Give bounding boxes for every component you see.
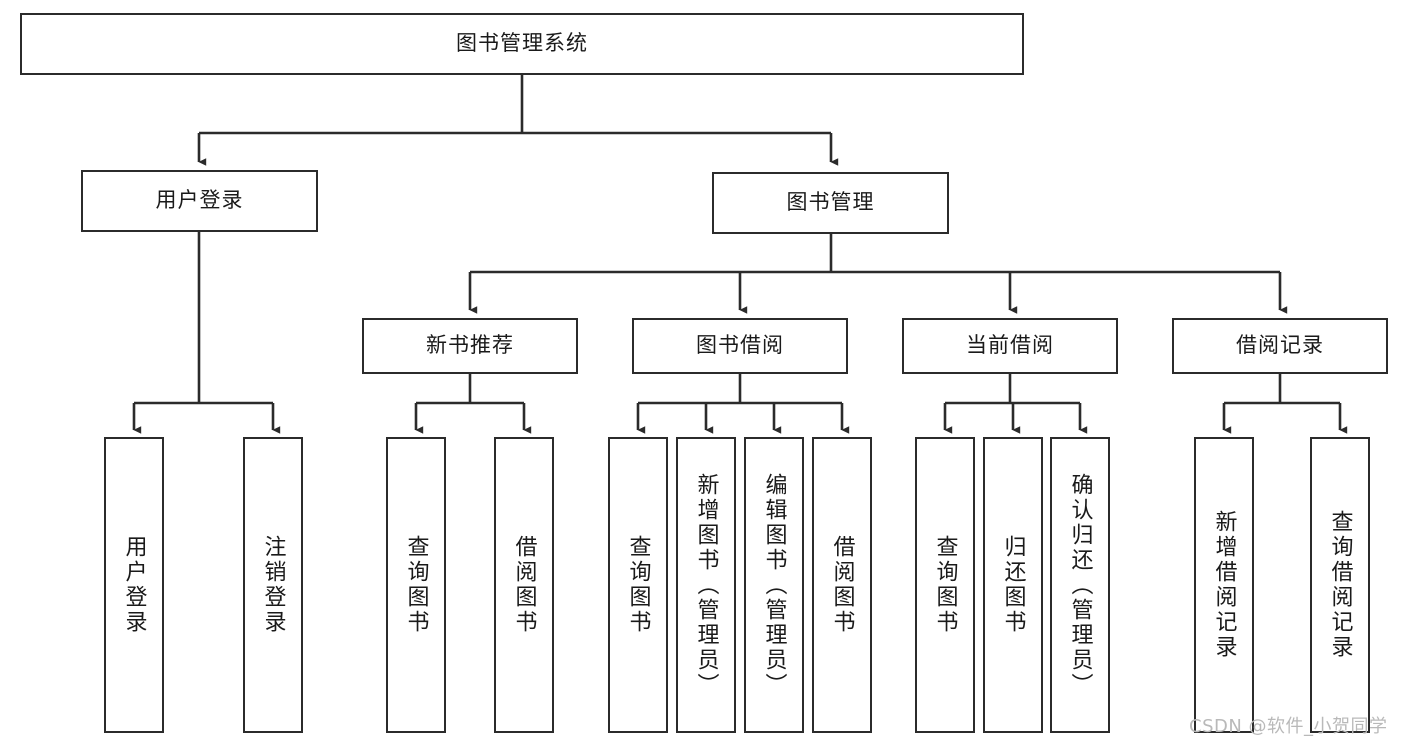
- csdn-watermark: CSDN @软件_小贺同学: [1189, 716, 1388, 737]
- node-label: 用户登录: [121, 535, 147, 635]
- node-label: 编辑图书（管理员）: [761, 472, 787, 698]
- node-label: 当前借阅: [966, 333, 1054, 358]
- leaf-borrow-book[interactable]: 借阅图书: [812, 437, 872, 733]
- leaf-add-book-admin[interactable]: 新增图书（管理员）: [676, 437, 736, 733]
- leaf-edit-book-admin[interactable]: 编辑图书（管理员）: [744, 437, 804, 733]
- node-borrow-record[interactable]: 借阅记录: [1172, 318, 1388, 374]
- leaf-query-book-current[interactable]: 查询图书: [915, 437, 975, 733]
- node-new-book-recommend[interactable]: 新书推荐: [362, 318, 578, 374]
- node-label: 新增借阅记录: [1211, 510, 1237, 660]
- leaf-borrow-book-recommend[interactable]: 借阅图书: [494, 437, 554, 733]
- leaf-query-book-borrow[interactable]: 查询图书: [608, 437, 668, 733]
- node-user-login[interactable]: 用户登录: [81, 170, 318, 232]
- leaf-return-book[interactable]: 归还图书: [983, 437, 1043, 733]
- node-label: 注销登录: [260, 535, 286, 635]
- node-label: 新增图书（管理员）: [693, 472, 719, 698]
- leaf-query-borrow-record[interactable]: 查询借阅记录: [1310, 437, 1370, 733]
- node-label: 新书推荐: [426, 333, 514, 358]
- leaf-add-borrow-record[interactable]: 新增借阅记录: [1194, 437, 1254, 733]
- node-label: 图书管理: [786, 190, 875, 215]
- leaf-confirm-return-admin[interactable]: 确认归还（管理员）: [1050, 437, 1110, 733]
- node-label: 查询图书: [403, 535, 429, 635]
- node-label: 查询图书: [625, 535, 651, 635]
- leaf-query-book-recommend[interactable]: 查询图书: [386, 437, 446, 733]
- node-book-borrow[interactable]: 图书借阅: [632, 318, 848, 374]
- leaf-user-login[interactable]: 用户登录: [104, 437, 164, 733]
- node-label: 用户登录: [155, 188, 244, 213]
- leaf-logout[interactable]: 注销登录: [243, 437, 303, 733]
- node-label: 借阅图书: [511, 535, 537, 635]
- node-label: 图书管理系统: [456, 31, 588, 56]
- node-label: 确认归还（管理员）: [1067, 472, 1093, 698]
- node-label: 查询图书: [932, 535, 958, 635]
- node-current-borrow[interactable]: 当前借阅: [902, 318, 1118, 374]
- node-root-system[interactable]: 图书管理系统: [20, 13, 1024, 75]
- node-label: 图书借阅: [696, 333, 784, 358]
- node-label: 借阅记录: [1236, 333, 1324, 358]
- node-book-management[interactable]: 图书管理: [712, 172, 949, 234]
- node-label: 查询借阅记录: [1327, 510, 1353, 660]
- node-label: 归还图书: [1000, 535, 1026, 635]
- node-label: 借阅图书: [829, 535, 855, 635]
